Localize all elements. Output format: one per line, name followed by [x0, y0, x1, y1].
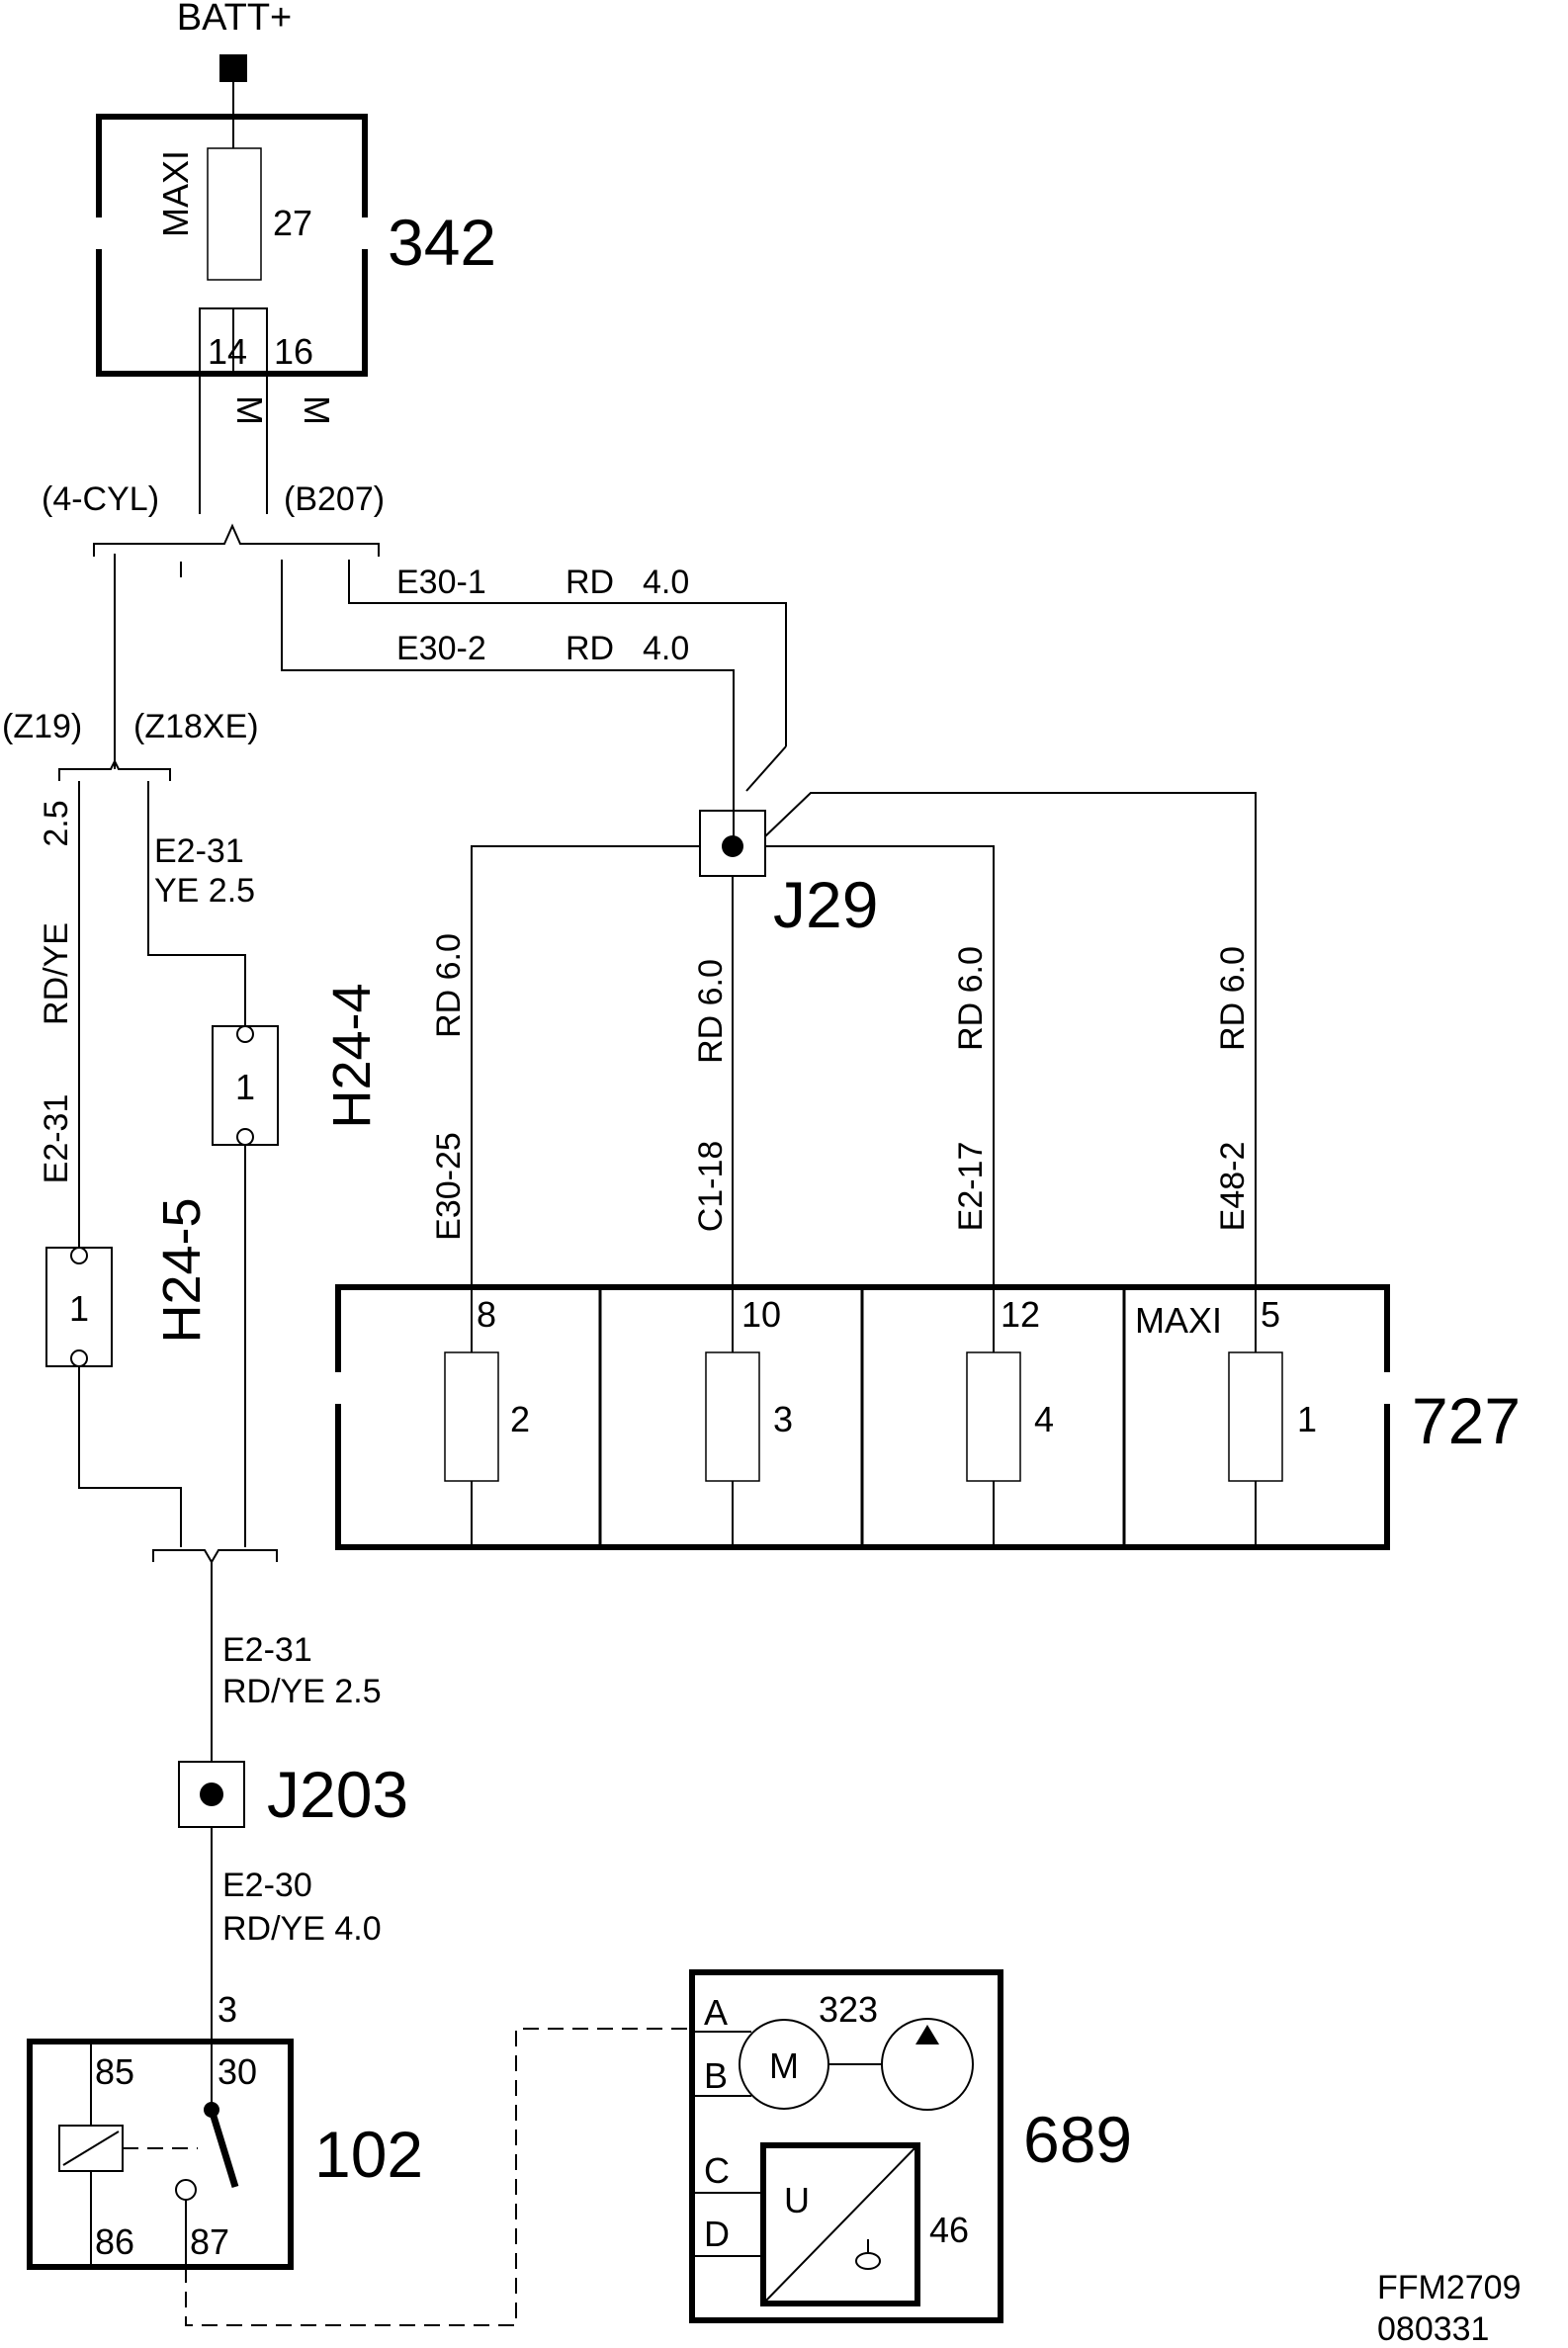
- wire-e2-31-out-spec: RD/YE 2.5: [222, 1673, 382, 1710]
- unit-727-pin-10: 10: [741, 1294, 781, 1335]
- h24-4-label: H24-4: [322, 983, 382, 1128]
- wire-e30-1-size: 4.0: [643, 564, 689, 601]
- unit-342-id: 342: [388, 206, 496, 279]
- relay-pin-86: 86: [95, 2221, 134, 2262]
- relay-pin-30: 30: [218, 2051, 257, 2092]
- pin-b: B: [704, 2055, 728, 2096]
- variant-brace-top: [93, 523, 380, 557]
- wire-e2-31-z18-id: E2-31: [154, 832, 244, 870]
- batt-terminal: [219, 54, 247, 82]
- j29-label: J29: [773, 868, 878, 941]
- fuse-type-label: MAXI: [155, 150, 196, 237]
- relay-pin-3: 3: [218, 1989, 237, 2030]
- drawing-date: 080331: [1377, 2310, 1489, 2348]
- wire-e2-31-z19-size: 2.5: [38, 800, 75, 846]
- batt-label: BATT+: [177, 0, 293, 39]
- control-wire-dashed: [185, 2028, 692, 2326]
- wire-e30-2-color: RD: [566, 630, 614, 667]
- variant-z18xe: (Z18XE): [133, 708, 259, 745]
- relay-pin-87: 87: [190, 2221, 229, 2262]
- connector-h24-4: 1 H24-4: [212, 983, 382, 1146]
- relay-102-id: 102: [314, 2118, 423, 2191]
- j203-label: J203: [267, 1758, 408, 1831]
- pin-d: D: [704, 2214, 730, 2254]
- wire-e48-2-spec: RD 6.0: [1214, 946, 1252, 1051]
- h24-4-pin: 1: [235, 1067, 255, 1107]
- conn-m-left: M: [229, 395, 270, 425]
- drawing-code: FFM2709: [1377, 2269, 1522, 2306]
- unit-727-maxi: MAXI: [1135, 1300, 1222, 1341]
- h24-5-pin: 1: [69, 1288, 89, 1329]
- connector-h24-5: 1 H24-5: [45, 1197, 212, 1367]
- variant-4cyl: (4-CYL): [42, 480, 159, 518]
- wire-e2-17-id: E2-17: [952, 1142, 990, 1232]
- wire-e30-1-id: E30-1: [396, 564, 486, 601]
- fuse-27: [207, 147, 262, 281]
- conn-m-right: M: [297, 395, 337, 425]
- wire-e30-1-color: RD: [566, 564, 614, 601]
- unit-727-fuse-2: 2: [510, 1399, 530, 1439]
- junction-j29: J29: [699, 810, 878, 941]
- sensor-label: U: [784, 2180, 810, 2220]
- variant-z19: (Z19): [2, 708, 82, 745]
- wire-e2-31-z18-spec: YE 2.5: [154, 872, 255, 910]
- wire-e2-17-spec: RD 6.0: [952, 946, 990, 1051]
- fuse-number: 27: [273, 203, 312, 243]
- junction-j203: J203: [178, 1758, 408, 1831]
- pin-c: C: [704, 2150, 730, 2191]
- relay-pin-85: 85: [95, 2051, 134, 2092]
- pin-16: 16: [274, 331, 313, 372]
- wire-e30-2-size: 4.0: [643, 630, 689, 667]
- pin-a: A: [704, 1992, 728, 2033]
- unit-727-fuse-1: 1: [1297, 1399, 1317, 1439]
- h24-5-label: H24-5: [152, 1197, 212, 1343]
- pin-14: 14: [208, 331, 247, 372]
- motor-label: M: [769, 2045, 799, 2086]
- relay-102: 3 85 30 86 87 102: [27, 1989, 423, 2270]
- unit-727-pin-5: 5: [1261, 1294, 1280, 1335]
- wire-e30-25-spec: RD 6.0: [430, 933, 468, 1038]
- unit-689-id: 689: [1023, 2103, 1132, 2176]
- pump-symbol: [881, 2018, 974, 2111]
- wire-e30-25-id: E30-25: [430, 1132, 468, 1241]
- wire-c1-18-id: C1-18: [692, 1141, 730, 1233]
- wire-e2-31-out-id: E2-31: [222, 1631, 312, 1669]
- wire-c1-18-spec: RD 6.0: [692, 959, 730, 1064]
- unit-727: 8 2 10 3 12 4 MAXI 5 1 727: [335, 1284, 1521, 1550]
- unit-727-fuse-4: 4: [1034, 1399, 1054, 1439]
- unit-727-pin-12: 12: [1001, 1294, 1040, 1335]
- unit-342: MAXI 27 14 16 342: [96, 114, 496, 377]
- wire-e2-31-z19-color: RD/YE: [38, 922, 75, 1025]
- variant-b207: (B207): [284, 480, 385, 518]
- unit-727-fuse-3: 3: [773, 1399, 793, 1439]
- sub-323-label: 323: [819, 1989, 878, 2030]
- wire-e48-2-id: E48-2: [1214, 1142, 1252, 1232]
- wire-e2-31-z19-id: E2-31: [38, 1094, 75, 1184]
- unit-727-id: 727: [1412, 1384, 1521, 1457]
- unit-689: A B C D M 323 U 46 689: [689, 1969, 1132, 2323]
- wire-e2-30-spec: RD/YE 4.0: [222, 1910, 382, 1948]
- wire-e30-2-id: E30-2: [396, 630, 486, 667]
- unit-727-pin-8: 8: [477, 1294, 496, 1335]
- sub-46-label: 46: [929, 2210, 969, 2250]
- wire-e2-30-id: E2-30: [222, 1867, 312, 1904]
